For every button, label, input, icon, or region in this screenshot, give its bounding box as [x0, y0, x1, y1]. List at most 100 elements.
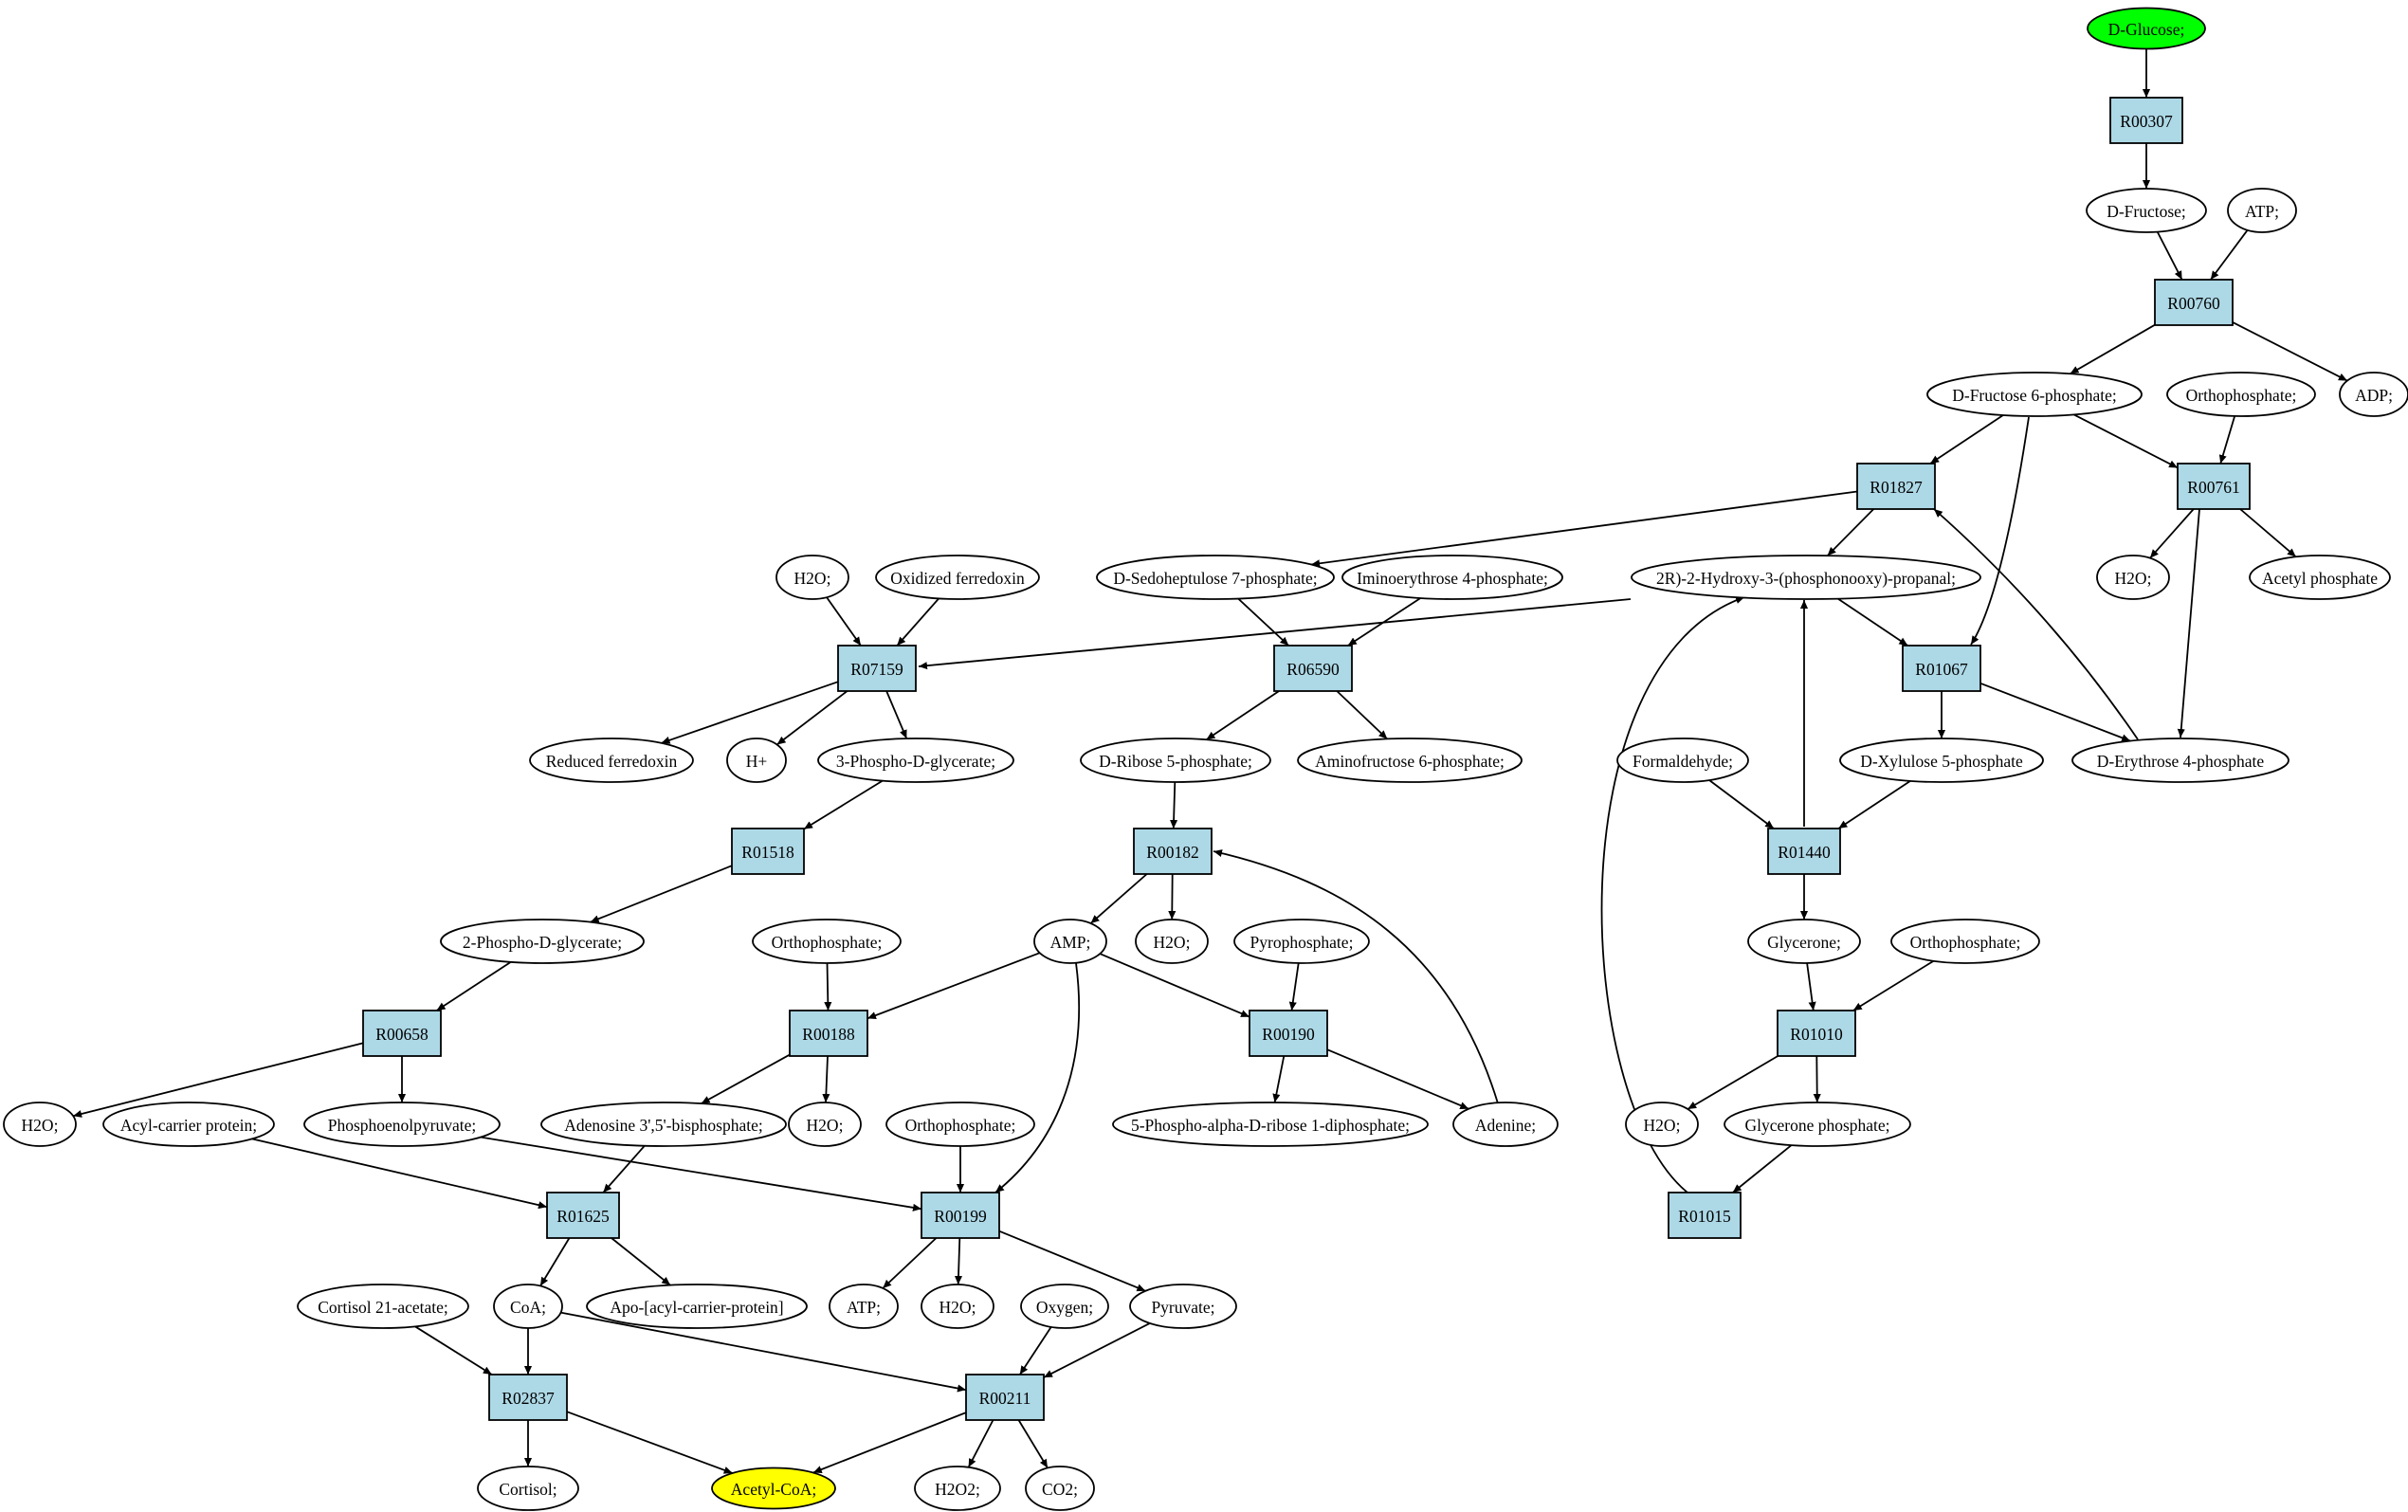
- reaction-node-R00307[interactable]: R00307: [2109, 97, 2183, 144]
- compound-node-AMP[interactable]: AMP;: [1033, 919, 1107, 964]
- reaction-node-R01518[interactable]: R01518: [731, 828, 805, 875]
- node-label: D-Erythrose 4-phosphate: [2097, 752, 2265, 771]
- reaction-node-R01010[interactable]: R01010: [1777, 1010, 1856, 1057]
- compound-ellipse: [1616, 738, 1749, 783]
- compound-node-Cortisol[interactable]: Cortisol;: [477, 1466, 579, 1511]
- compound-node-Orthophosphate-3[interactable]: Orthophosphate;: [1890, 919, 2040, 964]
- node-label: R00658: [375, 1025, 429, 1044]
- compound-node-H-plus[interactable]: H+: [726, 738, 787, 783]
- compound-node-H2O-r182[interactable]: H2O;: [1135, 919, 1209, 964]
- reaction-node-R06590[interactable]: R06590: [1273, 645, 1353, 692]
- compound-ellipse: [1135, 919, 1209, 964]
- compound-node-Acetyl-CoA[interactable]: Acetyl-CoA;: [711, 1466, 836, 1510]
- compound-node-Adenosine-bisphosphate[interactable]: Adenosine 3',5'-bisphosphate;: [540, 1102, 787, 1147]
- compound-node-Glycerone-phosphate[interactable]: Glycerone phosphate;: [1724, 1102, 1911, 1147]
- compound-node-Apo-ACP[interactable]: Apo-[acyl-carrier-protein]: [586, 1284, 808, 1329]
- compound-node-Oxidized-ferredoxin[interactable]: Oxidized ferredoxin: [875, 555, 1040, 600]
- node-label: ATP;: [2245, 202, 2279, 221]
- compound-node-Phosphoenolpyruvate[interactable]: Phosphoenolpyruvate;: [303, 1102, 501, 1147]
- node-label: Oxygen;: [1036, 1298, 1093, 1317]
- compound-node-D-Erythrose-4P[interactable]: D-Erythrose 4-phosphate: [2071, 738, 2289, 783]
- compound-node-ADP[interactable]: ADP;: [2339, 372, 2408, 417]
- reaction-node-R01827[interactable]: R01827: [1856, 463, 1936, 510]
- reaction-node-R00658[interactable]: R00658: [362, 1010, 442, 1057]
- reaction-box: [1902, 645, 1981, 692]
- reaction-node-R00211[interactable]: R00211: [965, 1374, 1045, 1421]
- compound-node-Formaldehyde[interactable]: Formaldehyde;: [1616, 738, 1749, 783]
- reaction-box: [1777, 1010, 1856, 1057]
- compound-node-3-Phospho-D-glycerate[interactable]: 3-Phospho-D-glycerate;: [817, 738, 1014, 783]
- edge-Orthophosphate-1-to-R00761: [2218, 415, 2236, 465]
- compound-node-H2O2[interactable]: H2O2;: [914, 1466, 1001, 1511]
- reaction-node-R00199[interactable]: R00199: [921, 1192, 1000, 1239]
- compound-node-H2O-r1010[interactable]: H2O;: [1625, 1102, 1699, 1147]
- reaction-node-R02837[interactable]: R02837: [488, 1374, 568, 1421]
- reaction-node-R01440[interactable]: R01440: [1767, 828, 1841, 875]
- compound-node-Acyl-carrier-protein[interactable]: Acyl-carrier protein;: [102, 1102, 275, 1147]
- compound-node-Hydroxy-propanal[interactable]: 2R)-2-Hydroxy-3-(phosphonooxy)-propanal;: [1631, 555, 1981, 600]
- compound-node-Reduced-ferredoxin[interactable]: Reduced ferredoxin: [529, 738, 694, 783]
- compound-node-D-Sedoheptulose-7P[interactable]: D-Sedoheptulose 7-phosphate;: [1096, 555, 1335, 600]
- compound-node-H2O-r761[interactable]: H2O;: [2096, 555, 2170, 600]
- compound-ellipse: [752, 919, 902, 964]
- compound-node-Orthophosphate-4[interactable]: Orthophosphate;: [885, 1102, 1035, 1147]
- compound-node-Aminofructose-6P[interactable]: Aminofructose 6-phosphate;: [1297, 738, 1523, 783]
- compound-node-D-Xylulose-5P[interactable]: D-Xylulose 5-phosphate: [1839, 738, 2044, 783]
- reaction-box: [1856, 463, 1936, 510]
- compound-node-H2O-r188[interactable]: H2O;: [788, 1102, 862, 1147]
- reaction-node-R01625[interactable]: R01625: [546, 1192, 620, 1239]
- compound-node-Iminoerythrose-4P[interactable]: Iminoerythrose 4-phosphate;: [1341, 555, 1563, 600]
- compound-node-D-Fructose-6P[interactable]: D-Fructose 6-phosphate;: [1926, 372, 2143, 417]
- reaction-node-R00188[interactable]: R00188: [789, 1010, 868, 1057]
- compound-node-H2O-r658[interactable]: H2O;: [3, 1102, 77, 1147]
- compound-node-PRPP[interactable]: 5-Phospho-alpha-D-ribose 1-diphosphate;: [1112, 1102, 1429, 1147]
- compound-node-ATP-1[interactable]: ATP;: [2227, 188, 2297, 233]
- node-label: R00199: [934, 1207, 987, 1226]
- compound-ellipse: [540, 1102, 787, 1147]
- node-label: H2O;: [1644, 1116, 1681, 1135]
- reaction-node-R01067[interactable]: R01067: [1902, 645, 1981, 692]
- edge-R00190-to-Adenine: [1326, 1048, 1469, 1110]
- compound-ellipse: [1926, 372, 2143, 417]
- compound-node-CO2[interactable]: CO2;: [1025, 1466, 1095, 1511]
- compound-node-D-Glucose[interactable]: D-Glucose;: [2087, 7, 2206, 50]
- compound-node-Pyrophosphate[interactable]: Pyrophosphate;: [1233, 919, 1370, 964]
- edge-R07159-to-Reduced-ferredoxin: [661, 681, 839, 744]
- compound-node-2-Phospho-D-glycerate[interactable]: 2-Phospho-D-glycerate;: [440, 919, 645, 964]
- edge-Oxidized-ferredoxin-to-R07159: [896, 597, 939, 647]
- compound-node-Adenine[interactable]: Adenine;: [1452, 1102, 1559, 1147]
- reaction-box: [921, 1192, 1000, 1239]
- edge-R00761-to-Acetyl-phosphate: [2239, 508, 2297, 558]
- compound-node-H2O-r199[interactable]: H2O;: [921, 1284, 994, 1329]
- node-label: H2O;: [1154, 933, 1191, 952]
- edge-R00188-to-Adenosine-bisphosphate: [701, 1053, 791, 1104]
- reaction-node-R00760[interactable]: R00760: [2154, 279, 2234, 326]
- compound-node-ATP-2[interactable]: ATP;: [829, 1284, 899, 1329]
- compound-node-Acetyl-phosphate[interactable]: Acetyl phosphate: [2249, 555, 2391, 600]
- compound-node-Orthophosphate-1[interactable]: Orthophosphate;: [2166, 372, 2316, 417]
- compound-node-Pyruvate[interactable]: Pyruvate;: [1129, 1284, 1237, 1329]
- reaction-node-R00190[interactable]: R00190: [1249, 1010, 1328, 1057]
- node-label: R00761: [2187, 478, 2239, 497]
- reaction-node-R07159[interactable]: R07159: [837, 645, 917, 692]
- compound-node-Cortisol-21-acetate[interactable]: Cortisol 21-acetate;: [297, 1284, 469, 1329]
- compound-ellipse: [102, 1102, 275, 1147]
- compound-ellipse: [2166, 372, 2316, 417]
- reaction-node-R00761[interactable]: R00761: [2177, 463, 2251, 510]
- compound-node-D-Fructose[interactable]: D-Fructose;: [2086, 188, 2207, 233]
- reaction-node-R01015[interactable]: R01015: [1668, 1192, 1742, 1239]
- edge-Orthophosphate-2-to-R00188: [824, 962, 832, 1011]
- node-label: R01827: [1870, 478, 1923, 497]
- reaction-box: [488, 1374, 568, 1421]
- compound-node-H2O-top[interactable]: H2O;: [775, 555, 849, 600]
- compound-node-Glycerone[interactable]: Glycerone;: [1747, 919, 1861, 964]
- compound-node-Oxygen[interactable]: Oxygen;: [1020, 1284, 1109, 1329]
- compound-node-CoA[interactable]: CoA;: [493, 1284, 563, 1329]
- compound-node-D-Ribose-5P[interactable]: D-Ribose 5-phosphate;: [1080, 738, 1271, 783]
- node-label: R00182: [1146, 843, 1198, 862]
- reaction-node-R00182[interactable]: R00182: [1133, 828, 1213, 875]
- compound-ellipse: [921, 1284, 994, 1329]
- compound-node-Orthophosphate-2[interactable]: Orthophosphate;: [752, 919, 902, 964]
- compound-ellipse: [914, 1466, 1001, 1511]
- edge-Hydroxy-propanal-to-R07159: [918, 598, 1632, 670]
